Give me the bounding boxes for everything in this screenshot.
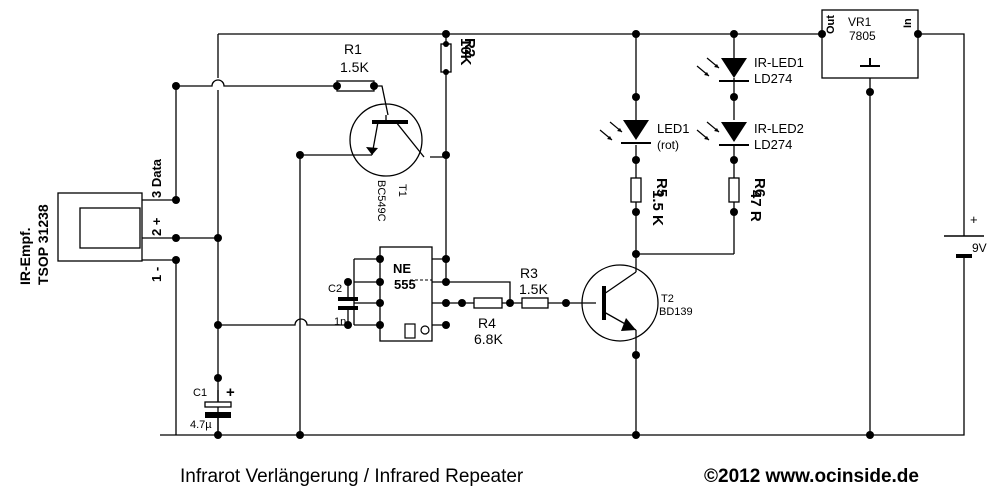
r2-value-label: 10K [457, 38, 474, 66]
resistor-r3 [521, 297, 549, 309]
c1-polarity-label: + [226, 384, 235, 401]
sensor-type-label: IR-Empf. [17, 227, 33, 285]
irled2-name-label: IR-LED2 [754, 121, 804, 136]
led1-name-label: LED1 [657, 121, 690, 136]
battery-value-label: 9V [972, 241, 987, 255]
sensor-pin3-label: 3 Data [149, 158, 164, 198]
vr1-in-label: In [902, 18, 914, 28]
ir-led2 [721, 122, 747, 142]
r3-name-label: R3 [520, 265, 538, 281]
c1-name-label: C1 [193, 387, 208, 399]
r6-value-label: 47 R [747, 190, 764, 222]
resistor-r5 [630, 177, 642, 203]
resistor-r1 [336, 80, 375, 92]
vr1-out-label: Out [825, 15, 837, 34]
r4-name-label: R4 [478, 315, 496, 331]
r4-value-label: 6.8K [474, 331, 503, 347]
sensor-pin2-label: 2 + [149, 217, 164, 236]
resistor-r6 [728, 177, 740, 203]
t1-type-label: BC549C [375, 180, 387, 222]
led1 [623, 120, 649, 140]
resistor-r4 [473, 297, 503, 309]
transistor-t1 [349, 103, 423, 177]
copyright-text: ©2012 www.ocinside.de [704, 466, 919, 487]
t2-name-label: T2 [661, 293, 674, 305]
r3-value-label: 1.5K [519, 281, 548, 297]
vr1-type-label: 7805 [849, 29, 876, 43]
capacitor-c1 [204, 401, 232, 408]
r1-value-label: 1.5K [340, 59, 369, 75]
ic-name-b-label: 555 [394, 277, 416, 292]
t2-type-label: BD139 [659, 306, 693, 318]
ir-led1 [721, 58, 747, 78]
battery-polarity-label: + [970, 212, 978, 227]
irled2-type-label: LD274 [754, 137, 793, 152]
c2-value-label: 1n [334, 316, 347, 328]
sensor-name-label: TSOP 31238 [35, 204, 51, 285]
t1-name-label: T1 [396, 184, 408, 197]
r5-value-label: 1.5 K [649, 190, 666, 226]
irled1-name-label: IR-LED1 [754, 55, 804, 70]
resistor-r2 [440, 43, 452, 73]
led1-note-label: (rot) [657, 138, 679, 152]
c2-name-label: C2 [328, 283, 343, 295]
sensor-pin1-label: 1 - [149, 266, 164, 282]
vr1-name-label: VR1 [848, 15, 872, 29]
ir-receiver-sensor [57, 192, 143, 262]
voltage-regulator-vr1 [821, 9, 919, 79]
irled1-type-label: LD274 [754, 71, 793, 86]
c1-value-label: 4.7µ [190, 419, 212, 431]
r1-name-label: R1 [344, 41, 362, 57]
ic-name-a-label: NE [393, 261, 412, 276]
diagram-title: Infrarot Verlängerung / Infrared Repeate… [180, 466, 524, 487]
transistor-t2 [581, 264, 659, 342]
